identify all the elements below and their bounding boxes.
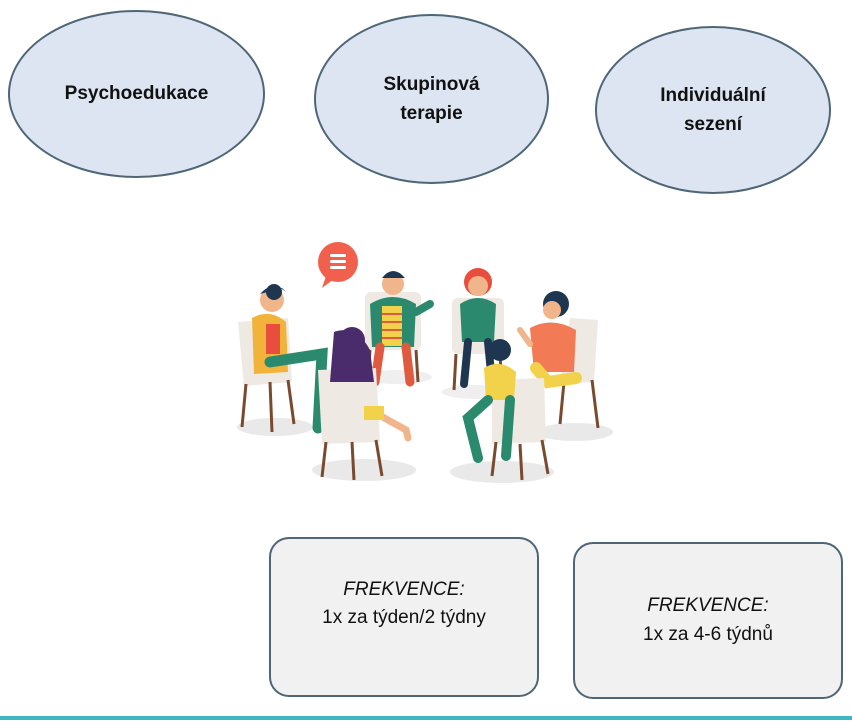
person-back-left [365,271,434,387]
frequency-box-group: FREKVENCE: 1x za týden/2 týdny [269,537,539,697]
frequency-label: FREKVENCE: [343,578,465,600]
frequency-box-individual: FREKVENCE: 1x za 4-6 týdnů [573,542,843,699]
psychoedukace-oval: Psychoedukace [8,10,265,178]
group-therapy-circle-icon [237,242,613,483]
skupinova-terapie-label: Skupinová terapie [383,73,480,124]
psychoedukace-label: Psychoedukace [64,83,209,105]
person-front-left [318,327,412,481]
floor-shadow [450,461,554,483]
person-back-right [452,268,504,391]
frequency-label: FREKVENCE: [647,595,769,616]
floor-shadow [237,418,313,436]
floor-shadow [537,423,613,441]
frequency-value: 1x za 4-6 týdnů [643,623,773,645]
frequency-value: 1x za týden/2 týdny [322,607,486,628]
bottom-accent-line [0,716,852,720]
individualni-sezeni-label: Individuální sezení [660,84,766,135]
person-right [517,291,600,429]
speech-bubble-icon [318,242,358,288]
person-left [238,284,328,434]
person-front-right [462,339,550,481]
individualni-sezeni-oval: Individuální sezení [595,26,831,194]
floor-shadow [312,459,416,481]
skupinova-terapie-oval: Skupinová terapie [314,14,549,184]
